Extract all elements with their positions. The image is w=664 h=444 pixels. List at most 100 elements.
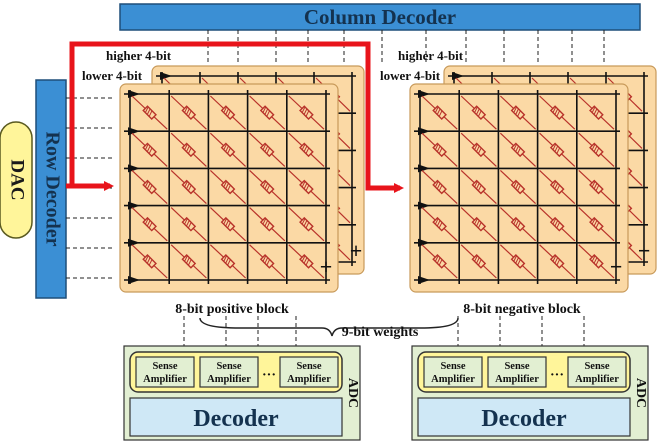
row-input-arrow bbox=[418, 164, 430, 173]
memristor-cell bbox=[249, 169, 286, 205]
negative-sign: − bbox=[638, 238, 651, 263]
column-decoder: Column Decoder bbox=[119, 3, 641, 31]
sense-amplifier-label: Sense bbox=[440, 361, 465, 372]
sense-amplifier-label: Amplifier bbox=[495, 374, 539, 385]
sense-amplifier-label: Amplifier bbox=[207, 374, 251, 385]
sense-amplifier-box bbox=[135, 356, 195, 388]
sense-amplifier-box bbox=[423, 356, 483, 388]
row-input-arrow bbox=[128, 276, 140, 284]
row-input-arrow bbox=[128, 164, 140, 173]
memristor-cell bbox=[539, 95, 576, 130]
memristor-cell bbox=[209, 207, 247, 242]
memristor-cell bbox=[209, 132, 247, 167]
memristor-cell bbox=[578, 132, 615, 167]
dac-label: DAC bbox=[7, 159, 28, 200]
memristor-cell bbox=[170, 169, 207, 205]
adc-decoder-label: Decoder bbox=[193, 406, 279, 432]
memristor-cell bbox=[249, 132, 286, 167]
row-input-arrow bbox=[418, 90, 430, 98]
memristor-cell bbox=[499, 95, 537, 130]
dac: DAC bbox=[0, 121, 33, 239]
positive-lower-label: lower 4-bit bbox=[82, 68, 143, 83]
memristor-cell bbox=[578, 169, 615, 205]
memristor-cell bbox=[460, 132, 497, 167]
adc-left: SenseAmplifierSenseAmplifierSenseAmplifi… bbox=[123, 345, 361, 441]
memristor-cell bbox=[288, 95, 325, 130]
sense-amplifier-label: Amplifier bbox=[287, 374, 331, 385]
memristor-cell bbox=[288, 132, 325, 167]
row-input-arrow bbox=[128, 238, 140, 247]
memristor-cell bbox=[460, 207, 497, 242]
row-input-arrow bbox=[160, 72, 172, 80]
memristor-cell bbox=[499, 132, 537, 167]
memristor-cell bbox=[578, 244, 615, 279]
adc-decoder-label: Decoder bbox=[481, 406, 567, 432]
adc-decoder-box bbox=[417, 397, 631, 437]
weights-brace bbox=[199, 317, 459, 337]
memristor-cell bbox=[421, 207, 458, 242]
column-decoder-label: Column Decoder bbox=[304, 5, 456, 29]
memristor-cell bbox=[421, 95, 458, 130]
row-input-arrow bbox=[128, 127, 140, 136]
memristor-cell bbox=[539, 244, 576, 279]
memristor-cell bbox=[539, 169, 576, 205]
positive-lower-crossbar bbox=[119, 83, 339, 293]
sense-amplifier-label: Amplifier bbox=[575, 374, 619, 385]
row-decoder: Row Decoder bbox=[35, 79, 67, 299]
sense-amplifier-label: Amplifier bbox=[143, 374, 187, 385]
negative-lower-label: lower 4-bit bbox=[380, 68, 441, 83]
sense-amplifier-label: Amplifier bbox=[431, 374, 475, 385]
memristor-cell bbox=[421, 169, 458, 205]
memristor-cell bbox=[539, 132, 576, 167]
negative-higher-label: higher 4-bit bbox=[398, 48, 464, 63]
memristor-cell bbox=[499, 244, 537, 279]
sense-amplifier-box bbox=[279, 356, 339, 388]
memristor-cell bbox=[288, 244, 325, 279]
row-input-arrow bbox=[128, 201, 140, 210]
memristor-cell bbox=[421, 132, 458, 167]
memristor-cell bbox=[288, 169, 325, 205]
memristor-cell bbox=[249, 95, 286, 130]
memristor-cell bbox=[131, 95, 168, 130]
adc-right: SenseAmplifierSenseAmplifierSenseAmplifi… bbox=[411, 345, 649, 441]
memristor-cell bbox=[209, 169, 247, 205]
memristor-cell bbox=[249, 207, 286, 242]
memristor-cell bbox=[209, 95, 247, 130]
memristor-cell bbox=[499, 207, 537, 242]
memristor-cell bbox=[499, 169, 537, 205]
sense-amplifier-box bbox=[199, 356, 259, 388]
row-input-arrow bbox=[418, 201, 430, 210]
memristor-cell bbox=[209, 244, 247, 279]
positive-higher-label: higher 4-bit bbox=[106, 48, 172, 63]
memristor-cell bbox=[131, 169, 168, 205]
row-input-arrow bbox=[418, 238, 430, 247]
crossbar-blocks bbox=[119, 65, 657, 293]
sense-amplifier-box bbox=[567, 356, 627, 388]
memristor-cell bbox=[170, 244, 207, 279]
memristor-cell bbox=[460, 95, 497, 130]
sense-amplifier-ellipsis: ··· bbox=[550, 368, 564, 383]
memristor-cell bbox=[131, 207, 168, 242]
memristor-cell bbox=[131, 132, 168, 167]
memristor-cell bbox=[460, 244, 497, 279]
sense-amplifier-box bbox=[487, 356, 547, 388]
adc-side-label: ADC bbox=[633, 378, 648, 408]
weights-label: 9-bit weights bbox=[342, 325, 419, 340]
memristor-cell bbox=[539, 207, 576, 242]
row-input-arrow bbox=[418, 127, 430, 136]
sense-amplifier-label: Sense bbox=[296, 361, 321, 372]
row-input-arrow bbox=[418, 276, 430, 284]
sense-amplifier-label: Sense bbox=[152, 361, 177, 372]
positive-block-caption: 8-bit positive block bbox=[175, 302, 289, 317]
sense-amplifier-label: Sense bbox=[584, 361, 609, 372]
memristor-cell bbox=[131, 244, 168, 279]
memristor-cell bbox=[249, 244, 286, 279]
memristor-cell bbox=[460, 169, 497, 205]
negative-sign-front: − bbox=[610, 254, 623, 279]
sense-amplifier-ellipsis: ··· bbox=[262, 368, 276, 383]
red-signal-path bbox=[66, 41, 404, 193]
negative-block-caption: 8-bit negative block bbox=[463, 302, 581, 317]
memristor-cell bbox=[170, 207, 207, 242]
